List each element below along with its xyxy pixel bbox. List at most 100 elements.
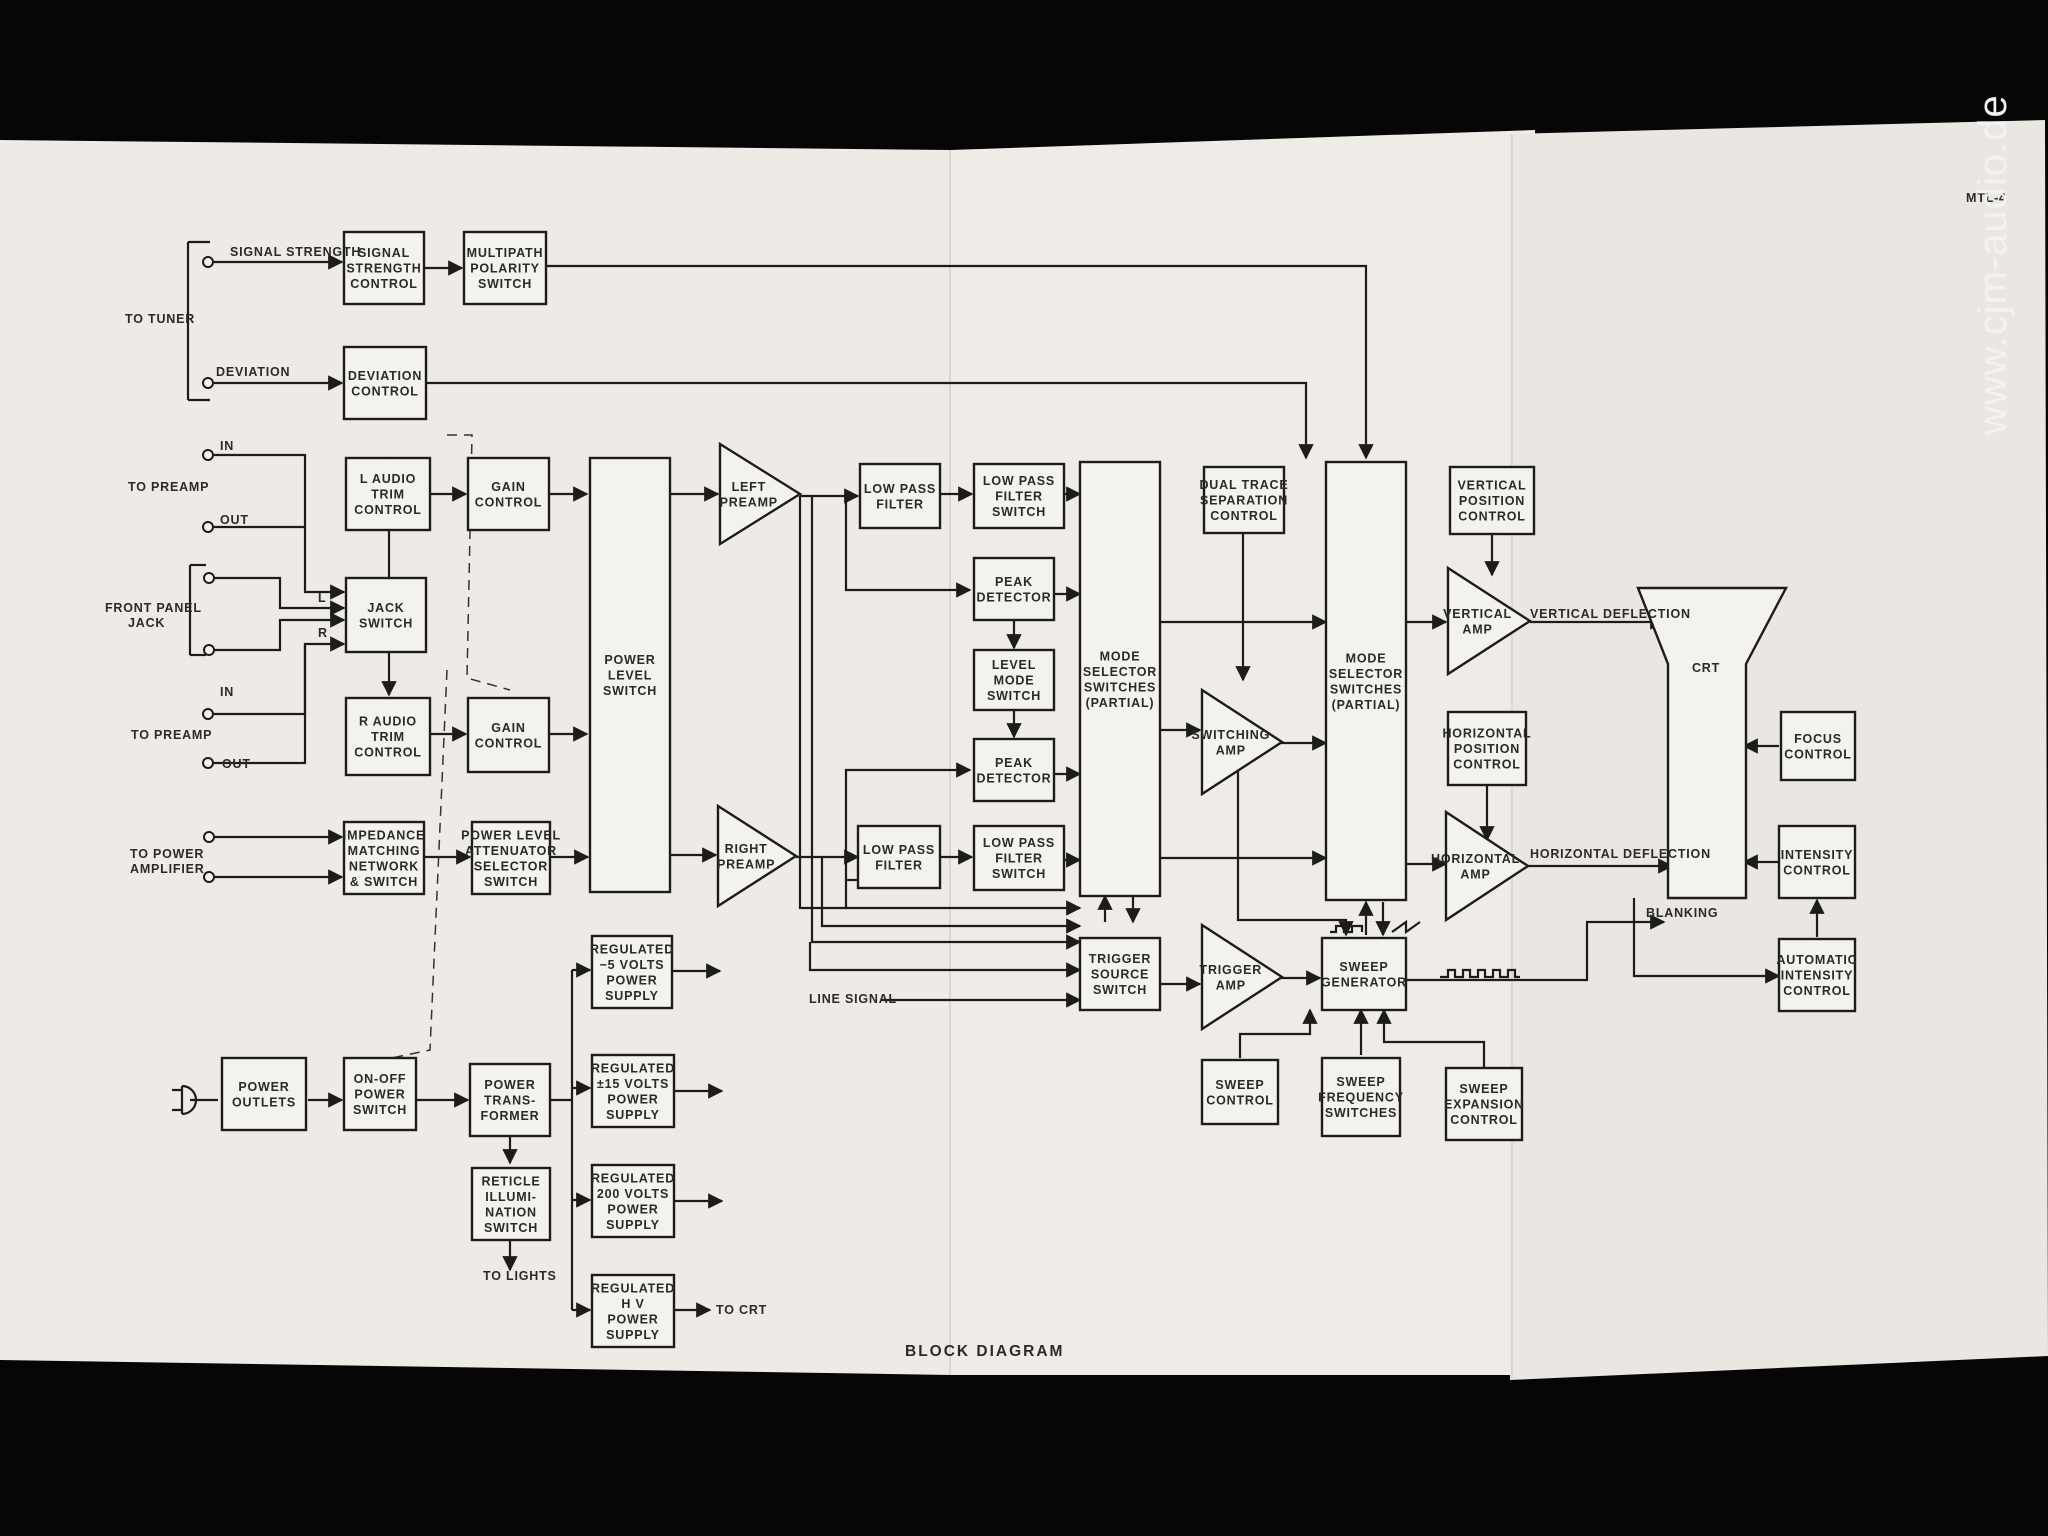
signal-strength-control-label-line: STRENGTH (346, 262, 421, 276)
reg-200-label-line: SUPPLY (606, 1218, 660, 1232)
vertical-deflection-label: VERTICAL DEFLECTION (1530, 607, 1691, 621)
on-off-power-switch-label-line: ON-OFF (354, 1072, 407, 1086)
impedance-matching-label-line: IMPEDANCE (343, 828, 425, 842)
line-signal-label: LINE SIGNAL (809, 992, 897, 1006)
vertical-position-control-label-line: POSITION (1459, 494, 1525, 508)
l-label: L (318, 591, 326, 605)
mode-selector-2-label-line: MODE (1346, 651, 1387, 665)
level-mode-switch-label-line: LEVEL (992, 658, 1036, 672)
right-preamp-label-line: RIGHT (725, 842, 768, 856)
crt-block: CRT (1636, 586, 1788, 900)
reg-15-label-line: POWER (607, 1092, 658, 1106)
low-pass-filter-bottom-label-line: FILTER (875, 858, 923, 872)
low-pass-filter-bottom-label-line: LOW PASS (863, 843, 935, 857)
low-pass-filter-top-label-line: FILTER (876, 497, 924, 511)
gain-control-r-label-line: CONTROL (475, 736, 542, 750)
free-labels: SIGNAL STRENGTH TO TUNER DEVIATION IN TO… (105, 94, 2015, 1360)
low-pass-filter-switch-top-label-line: LOW PASS (983, 474, 1055, 488)
on-off-power-switch-label-line: POWER (354, 1088, 405, 1102)
r-audio-trim-control-label-line: CONTROL (354, 746, 421, 760)
reg-minus5-label-line: −5 VOLTS (600, 958, 665, 972)
right-preamp-label-line: PREAMP (717, 857, 775, 871)
low-pass-filter-switch-top-label-line: SWITCH (992, 505, 1046, 519)
multipath-polarity-switch-label-line: SWITCH (478, 277, 532, 291)
r-audio-trim-control-label-line: TRIM (371, 730, 405, 744)
gain-control-l-label-line: CONTROL (475, 495, 542, 509)
reg-hv-label-line: POWER (607, 1312, 658, 1326)
peak-detector-top-label-line: PEAK (995, 575, 1033, 589)
power-outlets-label-line: POWER (238, 1080, 289, 1094)
in-label-top: IN (220, 439, 234, 453)
to-preamp-label-top: TO PREAMP (128, 480, 209, 494)
r-label: R (318, 626, 328, 640)
reg-hv-label-line: REGULATED (591, 1281, 675, 1295)
multipath-polarity-switch-label-line: MULTIPATH (467, 246, 544, 260)
out-label-bottom: OUT (222, 757, 251, 771)
jack-label: JACK (128, 616, 165, 630)
reticle-illumination-switch-label-line: ILLUMI- (485, 1190, 536, 1204)
automatic-intensity-control-label-line: INTENSITY (1781, 969, 1853, 983)
automatic-intensity-control-label-line: CONTROL (1783, 984, 1850, 998)
l-audio-trim-control-label-line: CONTROL (354, 503, 421, 517)
impedance-matching-label-line: MATCHING (348, 844, 421, 858)
sweep-frequency-switches-label-line: SWITCHES (1325, 1106, 1397, 1120)
sweep-generator-label-line: GENERATOR (1321, 975, 1407, 989)
sweep-control-label-line: CONTROL (1206, 1093, 1273, 1107)
low-pass-filter-switch-bottom-label-line: FILTER (995, 852, 1043, 866)
intensity-control-label-line: CONTROL (1783, 863, 1850, 877)
reticle-illumination-switch-label-line: SWITCH (484, 1221, 538, 1235)
to-power-label: TO POWER (130, 847, 204, 861)
power-level-attenuator-label-line: SWITCH (484, 875, 538, 889)
focus-control-label-line: FOCUS (1794, 732, 1842, 746)
mode-selector-1-label-line: (PARTIAL) (1086, 696, 1155, 710)
sweep-frequency-switches-label-line: SWEEP (1336, 1075, 1385, 1089)
signal-strength-label: SIGNAL STRENGTH (230, 245, 361, 259)
horizontal-position-control-label-line: HORIZONTAL (1442, 727, 1531, 741)
power-level-attenuator-label-line: ATTENUATOR (465, 844, 557, 858)
power-transformer-label-line: FORMER (481, 1109, 540, 1123)
multipath-polarity-switch-label-line: POLARITY (470, 262, 540, 276)
trigger-source-switch-label-line: SOURCE (1091, 968, 1149, 982)
gain-control-l-label-line: GAIN (491, 480, 525, 494)
power-transformer-label-line: TRANS- (484, 1094, 536, 1108)
reg-hv-label-line: SUPPLY (606, 1328, 660, 1342)
to-preamp-label-bottom: TO PREAMP (131, 728, 212, 742)
power-level-switch-label-line: SWITCH (603, 684, 657, 698)
reticle-illumination-switch-label-line: RETICLE (481, 1174, 540, 1188)
amplifier-label: AMPLIFIER (130, 862, 205, 876)
deviation-control-label-line: CONTROL (351, 384, 418, 398)
sweep-control-label-line: SWEEP (1215, 1078, 1264, 1092)
gain-control-r-label-line: GAIN (491, 721, 525, 735)
mode-selector-2-label-line: SELECTOR (1329, 667, 1403, 681)
blocks: SIGNALSTRENGTHCONTROLMULTIPATHPOLARITYSW… (220, 230, 1857, 1349)
switching-amp-label-line: AMP (1216, 743, 1246, 757)
reg-15-label-line: REGULATED (591, 1061, 675, 1075)
power-level-attenuator-label-line: POWER LEVEL (461, 828, 561, 842)
reg-minus5-label-line: REGULATED (590, 942, 674, 956)
